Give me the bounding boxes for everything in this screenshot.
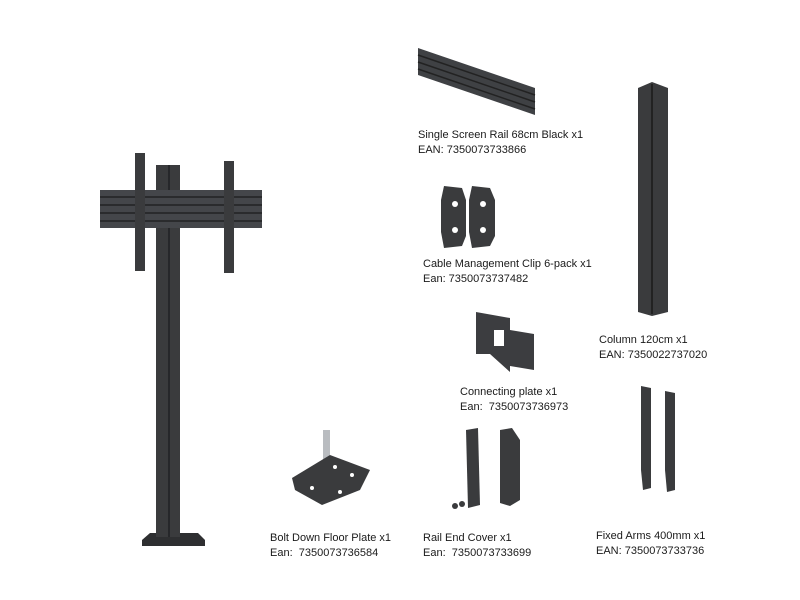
single-screen-rail-image <box>417 48 536 115</box>
stand-rail <box>100 190 262 228</box>
connecting-plate-image <box>476 312 534 372</box>
stand-arm-left <box>135 153 145 271</box>
column-image <box>638 82 668 316</box>
stand-arm-right <box>224 161 234 273</box>
assembled-stand <box>100 153 262 546</box>
fixed-arms-image <box>641 386 675 492</box>
rail-end-cover-image <box>452 428 520 509</box>
cable-clip-image <box>441 186 495 248</box>
floor-plate-image <box>292 430 370 505</box>
